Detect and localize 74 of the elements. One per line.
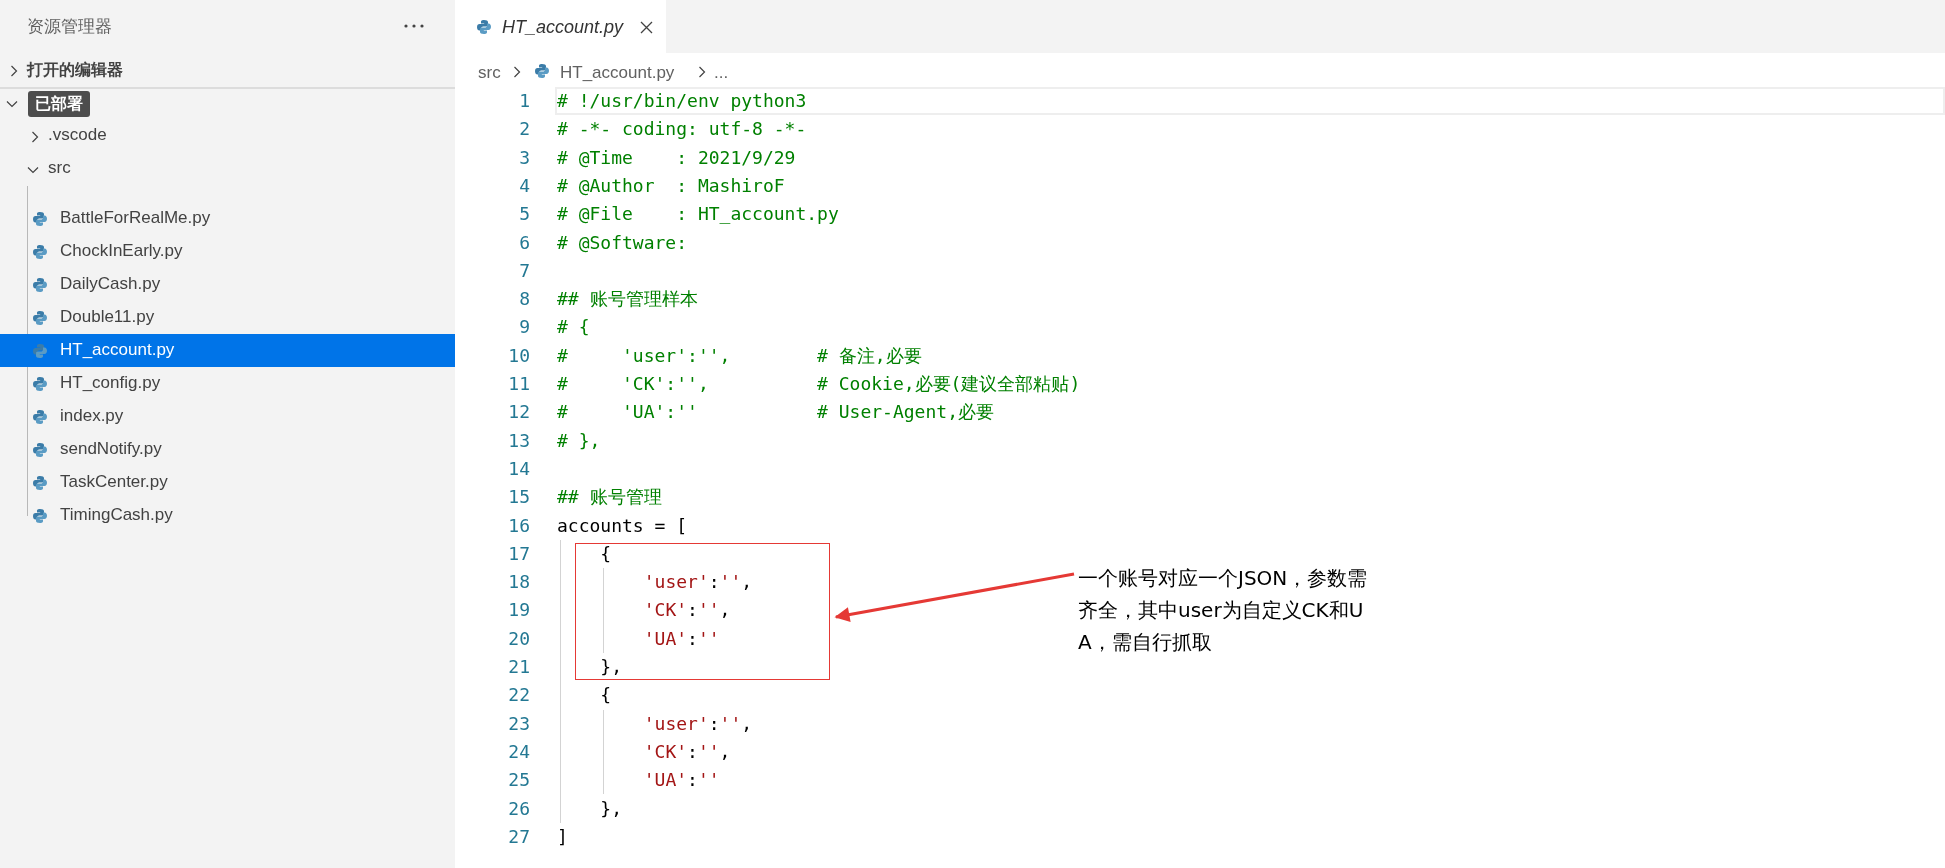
line-number: 15: [507, 485, 530, 510]
line-number: 16: [507, 513, 530, 538]
code-comment: # },: [557, 428, 601, 453]
panel-title: 资源管理器: [27, 15, 112, 38]
code-comment: # {: [557, 315, 590, 340]
code-line: 'user':'',: [642, 711, 753, 736]
line-number: 23: [507, 711, 530, 736]
code-comment: # !/usr/bin/env python3: [557, 89, 807, 113]
line-number: 13: [507, 428, 530, 453]
line-number: 3: [518, 145, 530, 170]
code-line: },: [599, 655, 623, 679]
code-comment: # 'UA':'' # User-Agent,必要: [557, 400, 994, 425]
annotation-text: 一个账号对应一个JSON，参数需齐全，其中user为自定义CK和UA，需自行抓取: [1078, 562, 1368, 658]
file-name: index.py: [60, 405, 124, 427]
line-number: 19: [507, 598, 530, 623]
line-number: 4: [518, 173, 530, 198]
folder-name: .vscode: [48, 124, 107, 146]
line-number: 18: [507, 570, 530, 595]
arrow: [834, 572, 1075, 622]
code-line: 'CK':'',: [642, 598, 731, 623]
file-name: DailyCash.py: [60, 273, 161, 295]
code-line: },: [599, 796, 623, 821]
line-number: 22: [507, 683, 530, 708]
file-name: HT_config.py: [60, 372, 161, 394]
breadcrumb-item: src: [478, 62, 501, 84]
line-number: 12: [507, 400, 530, 425]
file-name: HT_account.py: [60, 339, 175, 361]
line-number: 20: [507, 626, 530, 651]
code-comment: # 'user':'', # 备注,必要: [557, 343, 922, 368]
line-number: 25: [507, 768, 530, 793]
line-number: 17: [507, 541, 530, 566]
line-number: 11: [507, 372, 530, 396]
code-line: 'UA':'': [642, 768, 720, 793]
line-number: 27: [507, 824, 530, 849]
file-name: BattleForRealMe.py: [60, 207, 211, 229]
breadcrumb-item: ...: [714, 62, 729, 84]
line-number: 26: [507, 796, 530, 821]
line-number: 7: [518, 258, 530, 283]
status-badge: 已部署: [28, 91, 90, 117]
code-comment: # 'CK':'', # Cookie,必要(建议全部粘贴): [557, 372, 1081, 396]
file-name: TaskCenter.py: [60, 471, 168, 493]
code-comment: # -*- coding: utf-8 -*-: [557, 117, 807, 142]
line-number: 9: [518, 315, 530, 340]
folder-name: src: [48, 157, 71, 179]
line-number: 24: [507, 739, 530, 764]
tab-title: HT_account.py: [502, 16, 624, 39]
code-comment: ## 账号管理: [557, 485, 662, 510]
file-name: TimingCash.py: [60, 504, 173, 526]
code-line: 'user':'',: [642, 570, 753, 595]
code-comment: ## 账号管理样本: [557, 287, 698, 312]
code-comment: # @File : HT_account.py: [557, 202, 839, 227]
code-line: 'UA':'': [642, 626, 720, 651]
code-comment: # @Software:: [557, 230, 688, 255]
line-number: 1: [518, 89, 530, 113]
code-line: ]: [557, 824, 568, 849]
code-comment: # @Author : MashiroF: [557, 173, 785, 198]
code-line: {: [599, 683, 612, 708]
line-number: 5: [518, 202, 530, 227]
code-line: {: [599, 541, 612, 566]
breadcrumb-item: HT_account.py: [560, 62, 675, 84]
line-number: 8: [518, 287, 530, 312]
line-number: 6: [518, 230, 530, 255]
file-name: sendNotify.py: [60, 438, 162, 460]
file-name: Double11.py: [60, 306, 155, 328]
line-number: 14: [507, 456, 530, 481]
file-name: ChockInEarly.py: [60, 240, 183, 262]
code-line: accounts = [: [557, 513, 688, 538]
line-number: 21: [507, 655, 530, 679]
line-number: 2: [518, 117, 530, 142]
highlight-box: [575, 543, 830, 680]
code-comment: # @Time : 2021/9/29: [557, 145, 796, 170]
section-header: 打开的编辑器: [27, 59, 123, 81]
line-number: 10: [507, 343, 530, 368]
code-line: 'CK':'',: [642, 739, 731, 764]
